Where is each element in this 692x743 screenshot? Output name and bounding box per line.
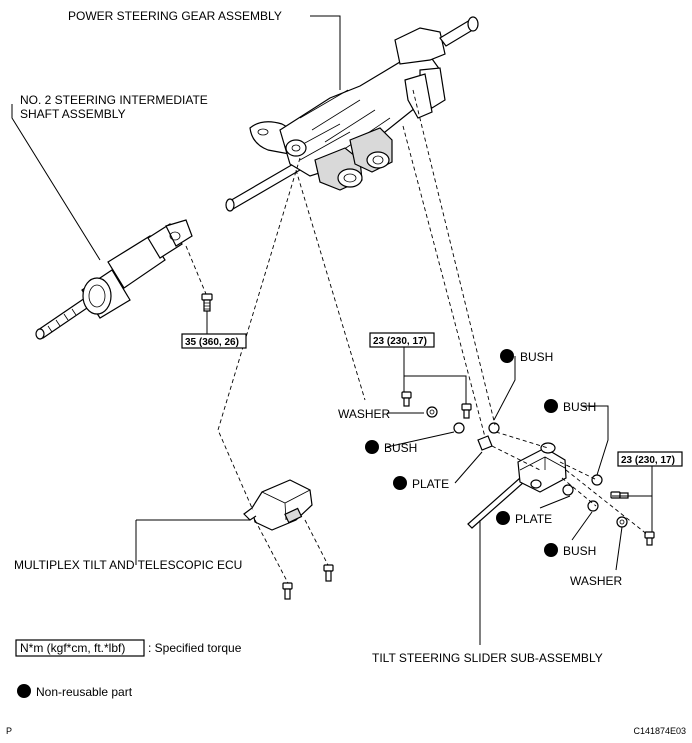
- multiplex-ecu-part: [243, 479, 313, 531]
- power-steering-gear-assembly: [225, 16, 479, 212]
- non-reusable-dot: [500, 349, 514, 363]
- shaft-end: [225, 198, 235, 212]
- column-top-bracket: [394, 27, 446, 65]
- intermediate-bolt: [201, 293, 213, 312]
- label-plate-2: PLATE: [515, 512, 552, 526]
- footer-code: P: [6, 726, 12, 736]
- label-plate-1: PLATE: [412, 477, 449, 491]
- label-washer-1: WASHER: [338, 407, 391, 421]
- label-bush-2: BUSH: [563, 400, 596, 414]
- non-reusable-dot: [544, 543, 558, 557]
- tilt-slider-part: [467, 442, 567, 529]
- torque-box-intermediate: 35 (360, 26): [181, 333, 247, 349]
- label-bush-1: BUSH: [520, 350, 553, 364]
- torque-slider-right-text: 23 (230, 17): [621, 455, 675, 466]
- label-washer-2: WASHER: [570, 574, 623, 588]
- slider-body: [517, 447, 567, 493]
- legend-torque: N*m (kgf*cm, ft.*lbf) : Specified torque: [15, 639, 242, 657]
- label-intermediate-shaft-1: NO. 2 STEERING INTERMEDIATE: [20, 93, 208, 107]
- legend-non-reusable: Non-reusable part: [17, 684, 133, 699]
- torque-intermediate-text: 35 (360, 26): [185, 337, 239, 348]
- ecu-bolt-right: [323, 564, 334, 582]
- torque-slider-left-text: 23 (230, 17): [373, 336, 427, 347]
- label-bush-3: BUSH: [384, 441, 417, 455]
- assembly-lines: [185, 89, 649, 584]
- non-reusable-dot: [496, 511, 510, 525]
- torque-box-slider-left: 23 (230, 17): [369, 332, 435, 348]
- column-shaft: [227, 162, 301, 210]
- non-reusable-dot: [544, 399, 558, 413]
- shaft-spline: [37, 297, 91, 339]
- non-reusable-dot: [393, 476, 407, 490]
- legend-torque-desc: : Specified torque: [148, 641, 242, 655]
- shaft-tube: [107, 235, 166, 289]
- column-right-bracket-2: [404, 73, 433, 119]
- figure-id: C141874E03: [633, 726, 686, 736]
- label-intermediate-shaft-2: SHAFT ASSEMBLY: [20, 107, 126, 121]
- non-reusable-dot: [365, 440, 379, 454]
- label-slider: TILT STEERING SLIDER SUB-ASSEMBLY: [372, 651, 603, 665]
- leader-lines: [11, 15, 653, 645]
- legend-torque-unit: N*m (kgf*cm, ft.*lbf): [20, 641, 125, 655]
- column-mount-ear: [285, 139, 307, 157]
- intermediate-shaft-assembly: [35, 219, 193, 340]
- label-bush-4: BUSH: [563, 544, 596, 558]
- label-power-steering-gear: POWER STEERING GEAR ASSEMBLY: [68, 9, 282, 23]
- legend-non-reusable-text: Non-reusable part: [36, 685, 133, 699]
- label-ecu: MULTIPLEX TILT AND TELESCOPIC ECU: [14, 558, 242, 572]
- non-reusable-dot-legend: [17, 684, 31, 698]
- ecu-bolt-left: [282, 582, 293, 600]
- torque-box-slider-right: 23 (230, 17): [617, 451, 683, 467]
